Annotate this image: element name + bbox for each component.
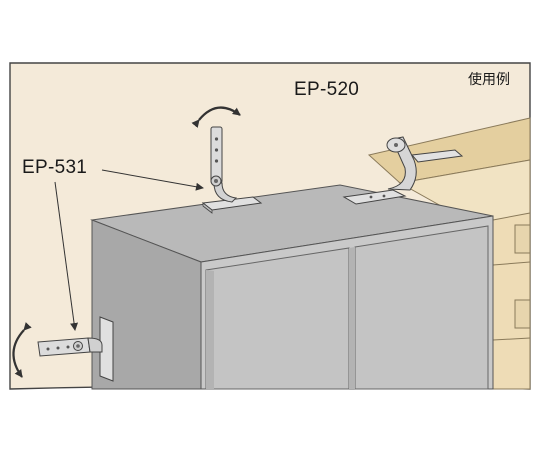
cabinet-door-left [205, 247, 350, 390]
rotate-arrow-icon [191, 106, 241, 128]
model-label-ep520: EP-520 [294, 79, 360, 100]
bracket-ep531-side [37, 316, 114, 382]
model-label-ep531: EP-531 [22, 157, 88, 178]
bracket-ep520 [342, 136, 464, 205]
rotate-arrow-icon [12, 322, 32, 378]
bracket-ep531-top [201, 126, 263, 214]
leader-lines [54, 169, 204, 331]
wooden-shelf [367, 117, 531, 390]
cabinet-door-right [354, 225, 489, 390]
usage-example-label: 使用例 [468, 72, 510, 88]
steel-cabinet [90, 184, 494, 390]
